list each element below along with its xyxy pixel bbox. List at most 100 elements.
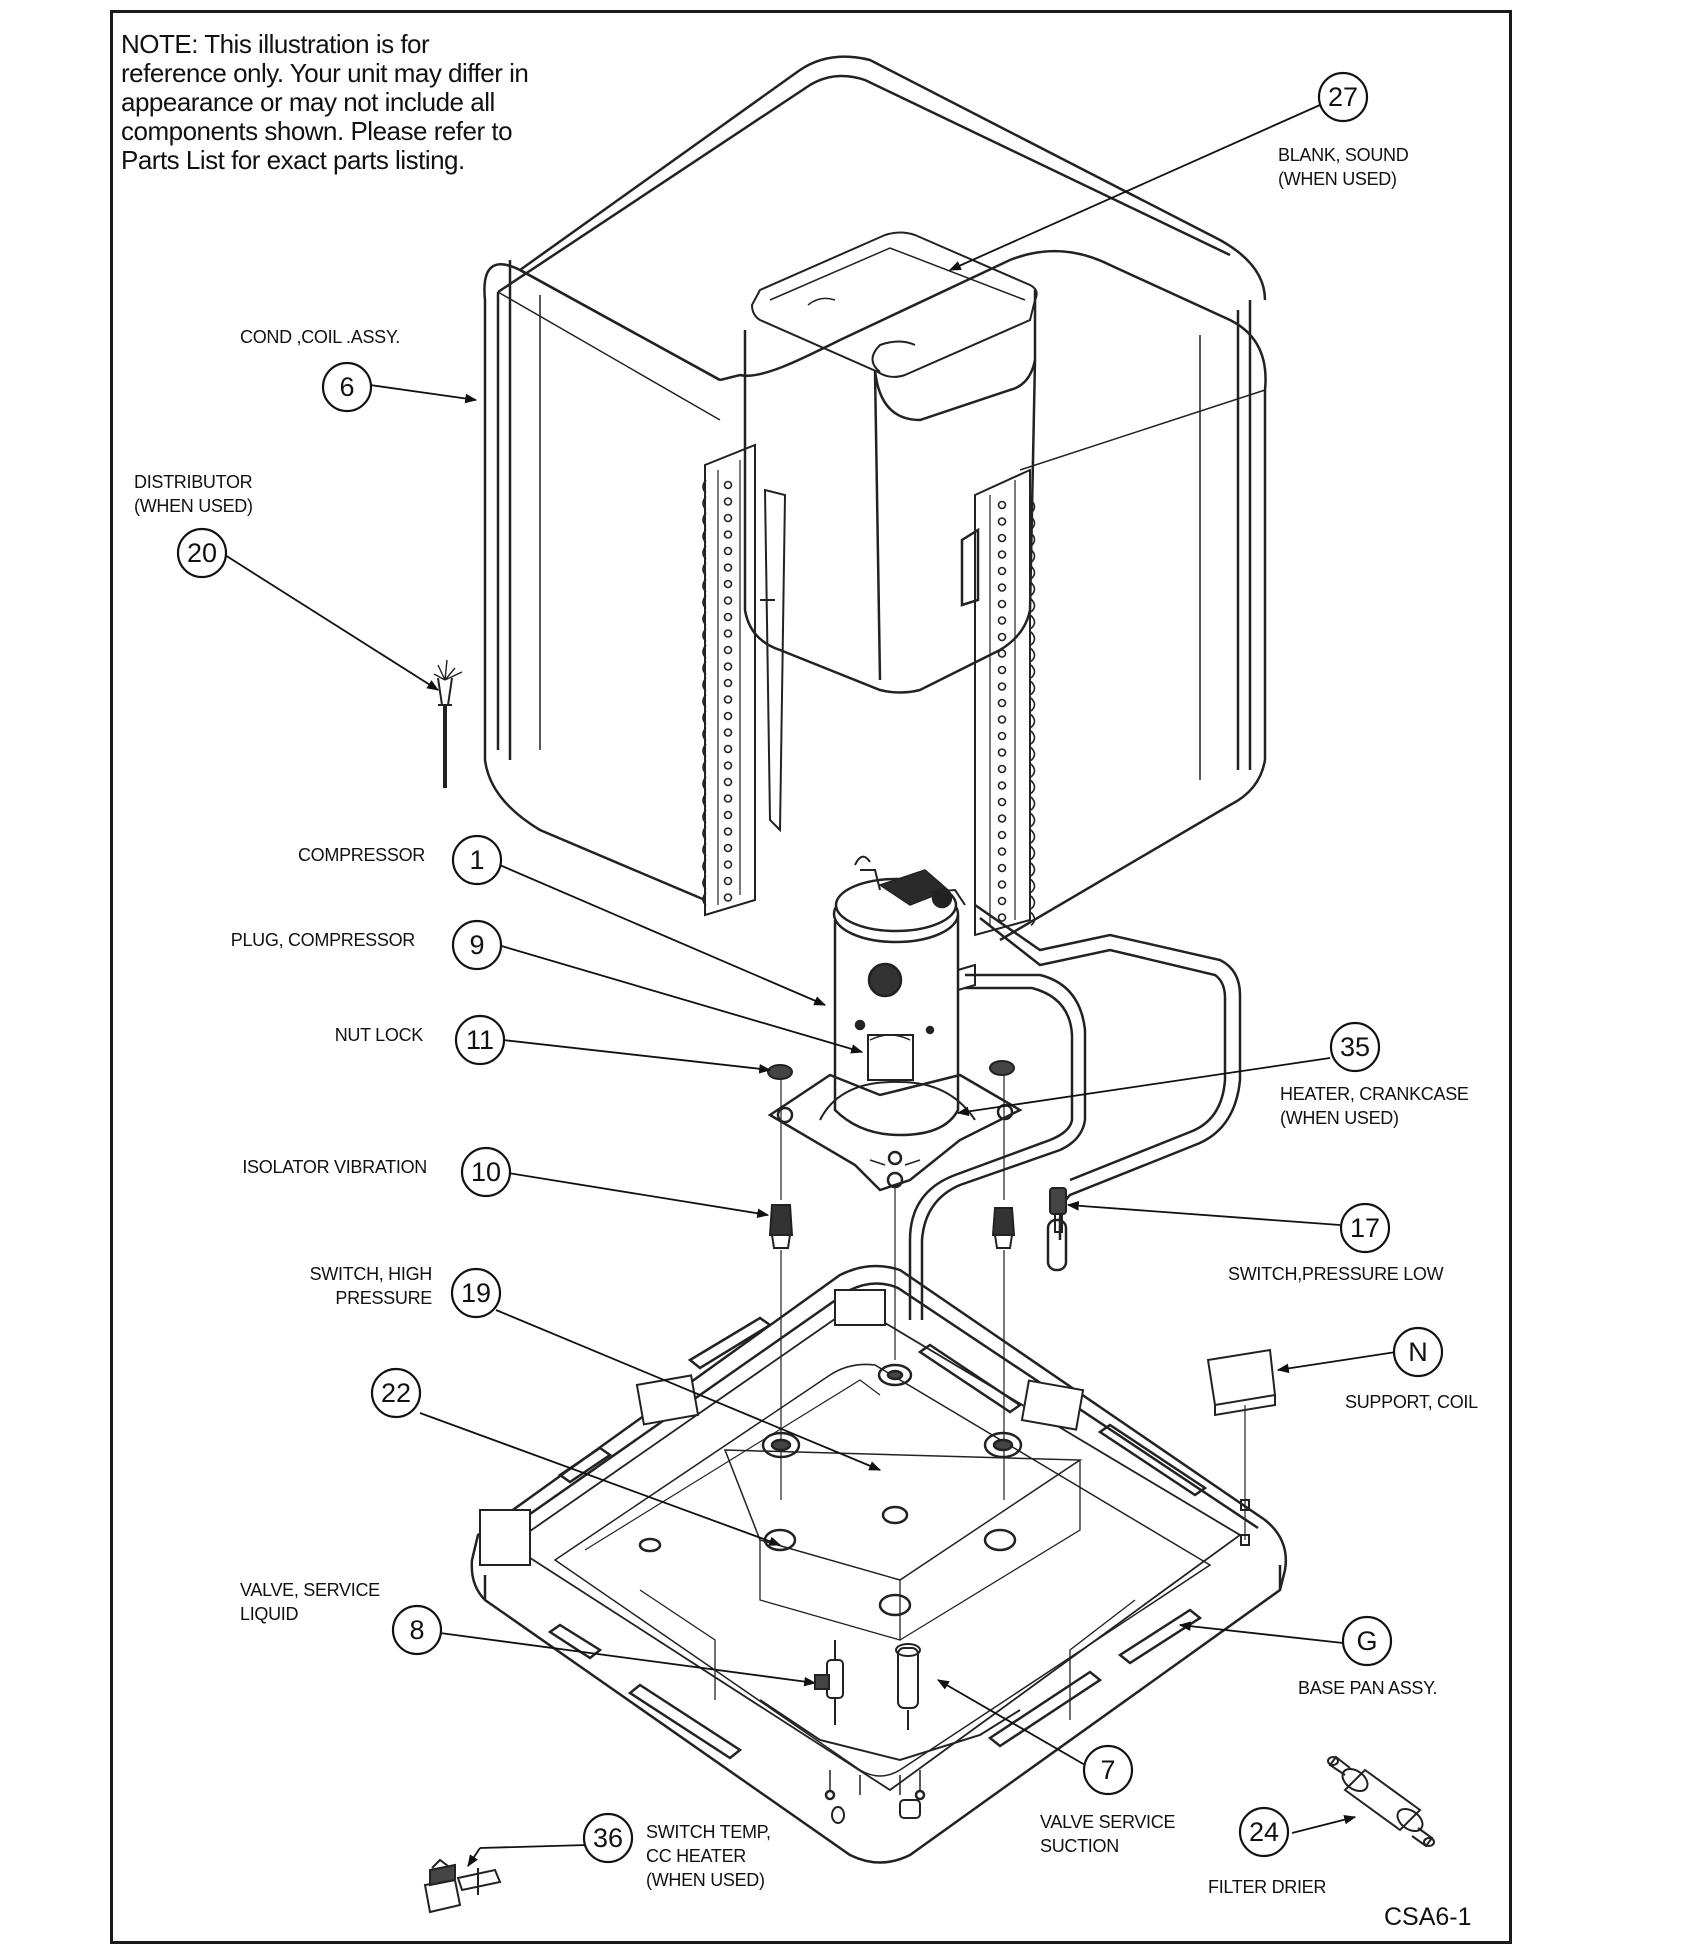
callout-bubble-9: 9 bbox=[451, 919, 503, 971]
callout-label-7: VALVE SERVICE SUCTION bbox=[1040, 1812, 1176, 1856]
callout-bubble-24: 24 bbox=[1238, 1806, 1290, 1858]
right-coil-tube-end bbox=[997, 781, 1007, 790]
left-coil-tube-end bbox=[723, 893, 733, 902]
callout-label-35: HEATER, CRANKCASE (WHEN USED) bbox=[1280, 1084, 1469, 1128]
right-coil-tube-end bbox=[997, 715, 1007, 724]
diagram-frame bbox=[110, 10, 1512, 1944]
right-coil-tube-end bbox=[997, 500, 1007, 510]
left-coil-tube-end bbox=[723, 530, 733, 539]
callout-bubble-8: 8 bbox=[391, 1604, 443, 1656]
callout-number: 11 bbox=[466, 1025, 494, 1055]
right-coil-tube-end bbox=[997, 847, 1007, 856]
right-coil-tube-end bbox=[997, 599, 1007, 609]
filter-drier-part bbox=[1327, 1755, 1435, 1848]
right-coil-tube-end bbox=[997, 880, 1007, 889]
left-coil-tube-end bbox=[723, 662, 733, 671]
callout-circle bbox=[582, 1812, 634, 1864]
callout-circle bbox=[1317, 71, 1369, 123]
right-coil-tube-sheet bbox=[960, 468, 1031, 937]
callout-circle bbox=[451, 834, 503, 886]
callout-label-19: SWITCH, HIGH PRESSURE bbox=[309, 1264, 433, 1308]
callout-number: 10 bbox=[471, 1157, 501, 1187]
callout-bubble-20: 20 bbox=[176, 527, 228, 579]
reference-note: NOTE: This illustration is for reference… bbox=[121, 29, 529, 175]
left-coil-tube-end bbox=[723, 777, 733, 787]
callout-circle bbox=[1339, 1202, 1391, 1254]
callout-bubble-22: 22 bbox=[370, 1367, 422, 1419]
right-coil-tube-end bbox=[997, 533, 1007, 543]
left-coil-bend bbox=[702, 677, 707, 692]
left-coil-bend bbox=[702, 710, 707, 725]
callout-bubble-35: 35 bbox=[1329, 1021, 1381, 1073]
left-coil-bend bbox=[702, 512, 707, 527]
right-coil-bend bbox=[1030, 499, 1036, 514]
callout-number: 17 bbox=[1350, 1213, 1380, 1243]
left-coil-tube-end bbox=[723, 794, 733, 803]
left-coil-tube-end bbox=[723, 711, 733, 721]
callout-bubble-n: N bbox=[1392, 1326, 1444, 1378]
callout-circle bbox=[454, 1014, 506, 1066]
right-coil-bend bbox=[1030, 532, 1036, 547]
left-coil-tube-end bbox=[723, 728, 733, 737]
left-coil-tube-end bbox=[723, 843, 733, 853]
base-pan-assembly bbox=[470, 1264, 1288, 1864]
callout-label-11: NUT LOCK bbox=[334, 1025, 424, 1045]
right-coil-bend bbox=[1030, 763, 1036, 778]
left-coil-bend bbox=[702, 611, 707, 626]
callout-number: 19 bbox=[461, 1278, 491, 1308]
callout-number: 27 bbox=[1328, 82, 1358, 112]
left-coil-tube-end bbox=[723, 629, 733, 638]
right-coil-tube-end bbox=[997, 913, 1007, 922]
left-coil-tube-end bbox=[723, 860, 733, 869]
distributor-part bbox=[433, 659, 463, 788]
callout-circle bbox=[391, 1604, 443, 1656]
right-coil-tube-end bbox=[997, 616, 1007, 625]
callout-circle bbox=[1392, 1326, 1444, 1378]
callout-number: 36 bbox=[593, 1823, 623, 1853]
left-coil-bend bbox=[702, 479, 707, 494]
right-coil-tube-end bbox=[997, 698, 1007, 708]
callout-bubble-27: 27 bbox=[1317, 71, 1369, 123]
service-valves bbox=[814, 1640, 921, 1824]
callout-number: 6 bbox=[339, 372, 354, 402]
left-coil-bend bbox=[702, 561, 707, 577]
left-coil-tube-end bbox=[723, 678, 733, 688]
callout-label-36: SWITCH TEMP, CC HEATER (WHEN USED) bbox=[646, 1822, 771, 1890]
callout-label-27: BLANK, SOUND (WHEN USED) bbox=[1278, 145, 1409, 189]
left-coil-bend bbox=[702, 809, 707, 824]
right-coil-tube-end bbox=[997, 748, 1007, 757]
left-coil-bend bbox=[702, 627, 707, 643]
right-coil-tube-end bbox=[997, 731, 1007, 741]
callout-number: 22 bbox=[381, 1378, 411, 1408]
right-coil-bend bbox=[1030, 730, 1036, 745]
callout-label-1: COMPRESSOR bbox=[297, 845, 425, 865]
left-coil-bend bbox=[702, 644, 707, 659]
right-coil-bend bbox=[1030, 829, 1036, 844]
right-coil-bend bbox=[1030, 581, 1036, 597]
callout-label-6: COND ,COIL .ASSY. bbox=[240, 327, 400, 347]
left-coil-bend bbox=[702, 875, 707, 890]
callout-bubble-19: 19 bbox=[450, 1267, 502, 1319]
suction-line-tubing bbox=[908, 903, 1242, 1320]
callout-bubble-6: 6 bbox=[321, 361, 373, 413]
left-coil-tube-end bbox=[723, 876, 733, 886]
right-coil-bend bbox=[1030, 515, 1036, 531]
callout-number: N bbox=[1408, 1337, 1428, 1367]
right-coil-bend bbox=[1030, 796, 1036, 811]
callout-circle bbox=[1082, 1744, 1134, 1796]
left-coil-bend bbox=[702, 743, 707, 758]
callout-number: 24 bbox=[1249, 1817, 1279, 1847]
callout-number: 20 bbox=[187, 538, 217, 568]
callout-number: G bbox=[1356, 1626, 1377, 1656]
coil-support-part bbox=[1206, 1348, 1277, 1546]
left-coil-tube-end bbox=[723, 546, 733, 556]
left-coil-tube-end bbox=[723, 761, 733, 770]
right-coil-bend bbox=[1030, 697, 1036, 712]
right-coil-tube-end bbox=[997, 830, 1007, 840]
left-coil-tube-end bbox=[723, 744, 733, 754]
callout-bubble-11: 11 bbox=[454, 1014, 506, 1066]
right-coil-bend bbox=[1030, 680, 1036, 696]
temp-switch-part bbox=[423, 1858, 502, 1914]
left-coil-tube-end bbox=[723, 827, 733, 836]
